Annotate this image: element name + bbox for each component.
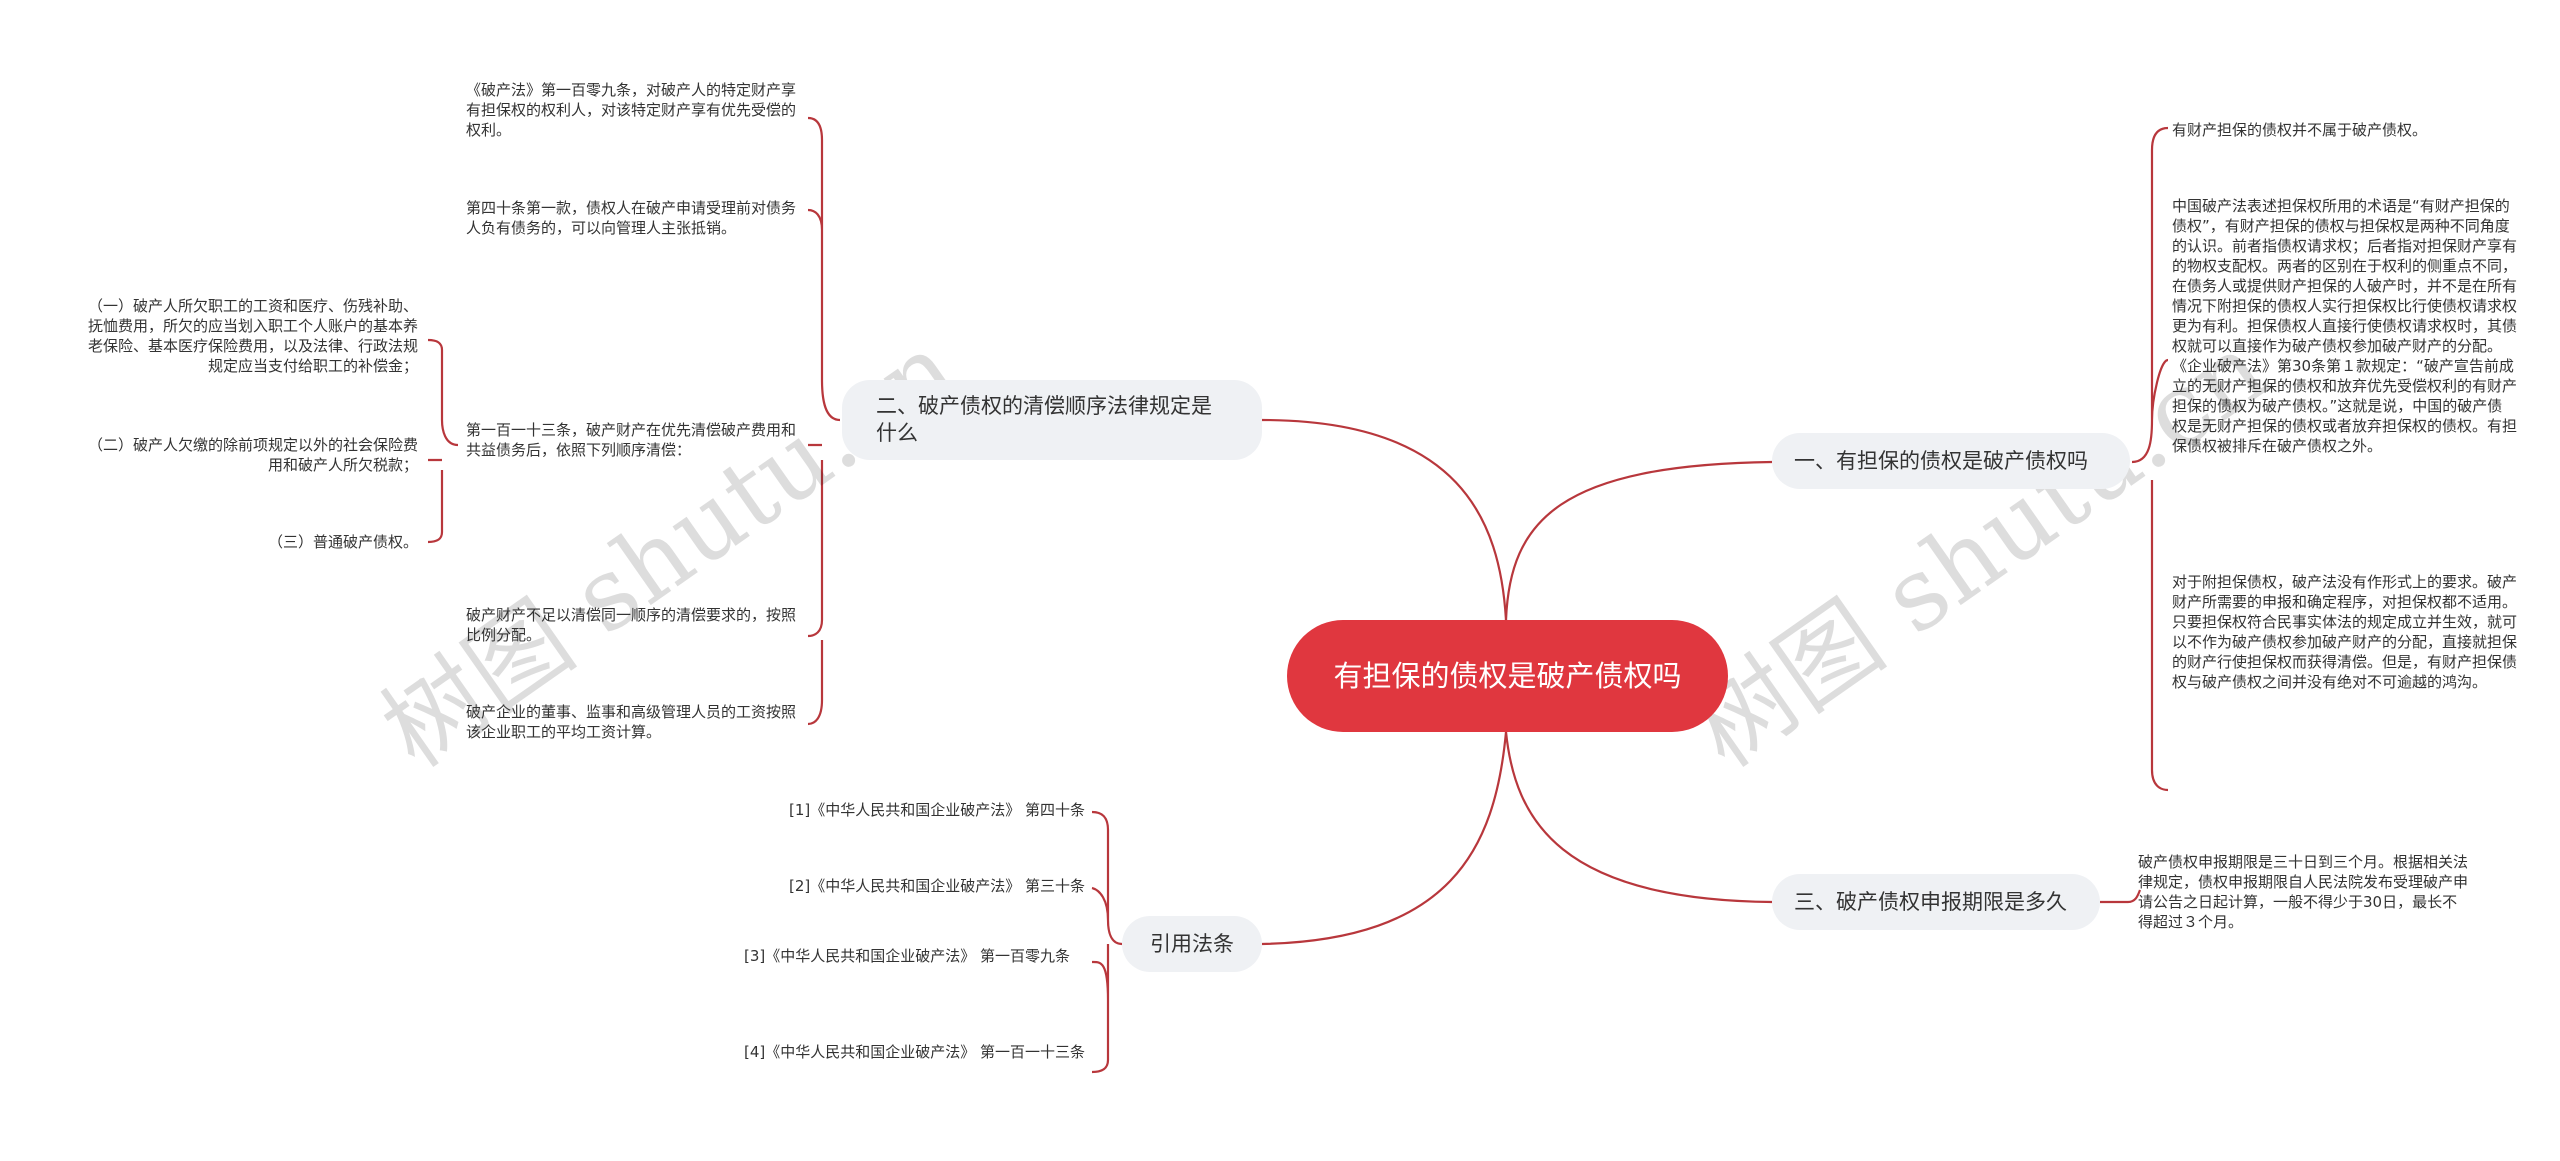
leaf-b4-4: [4]《中华人民共和国企业破产法》 第一百一十三条 bbox=[744, 1043, 1086, 1061]
link-b1-bracket bbox=[2131, 126, 2169, 792]
branch-node-1[interactable]: 一、有担保的债权是破产债权吗 bbox=[1772, 433, 2130, 489]
leaf-b4-2: [2]《中华人民共和国企业破产法》 第三十条 bbox=[788, 877, 1085, 895]
link-central-b1 bbox=[1504, 460, 1773, 621]
branch-node-3[interactable]: 三、破产债权申报期限是多久 bbox=[1772, 874, 2100, 930]
leaf-b4-1: [1]《中华人民共和国企业破产法》 第四十条 bbox=[788, 801, 1085, 819]
leaf-b2-4: 破产财产不足以清偿同一顺序的清偿要求的，按照比例分配。 bbox=[466, 606, 797, 644]
link-central-b4 bbox=[1261, 731, 1508, 946]
leaf-b2-3-3: （三）普通破产债权。 bbox=[267, 533, 418, 551]
leaf-b1-3: 对于附担保债权，破产法没有作形式上的要求。破产财产所需要的申报和确定程序，对担保… bbox=[2172, 573, 2518, 691]
link-central-b2 bbox=[1261, 418, 1508, 621]
leaf-b2-3-2: （二）破产人欠缴的除前项规定以外的社会保险费用和破产人所欠税款； bbox=[87, 436, 418, 474]
branch-label: 引用法条 bbox=[1150, 931, 1234, 956]
branch-node-2[interactable]: 二、破产债权的清偿顺序法律规定是什么 bbox=[842, 380, 1262, 460]
leaf-b1-2: 中国破产法表述担保权所用的术语是“有财产担保的债权”，有财产担保的债权与担保权是… bbox=[2172, 197, 2518, 455]
leaf-b2-3-1: （一）破产人所欠职工的工资和医疗、伤残补助、抚恤费用，所欠的应当划入职工个人账户… bbox=[87, 297, 418, 375]
leaf-b2-1: 《破产法》第一百零九条，对破产人的特定财产享有担保权的权利人，对该特定财产享有优… bbox=[466, 81, 797, 139]
link-b4-bracket bbox=[1091, 810, 1123, 1074]
link-b2-3-bracket bbox=[427, 338, 459, 544]
branch-label: 三、破产债权申报期限是多久 bbox=[1794, 889, 2067, 914]
central-topic[interactable]: 有担保的债权是破产债权吗 bbox=[1287, 620, 1728, 732]
leaf-b2-2: 第四十条第一款，债权人在破产申请受理前对债务人负有债务的，可以向管理人主张抵销。 bbox=[466, 199, 797, 237]
leaf-b2-5: 破产企业的董事、监事和高级管理人员的工资按照该企业职工的平均工资计算。 bbox=[466, 703, 797, 741]
link-b2-bracket bbox=[807, 116, 841, 726]
leaf-b1-1: 有财产担保的债权并不属于破产债权。 bbox=[2172, 121, 2428, 139]
leaf-b3-1: 破产债权申报期限是三十日到三个月。根据相关法律规定，债权申报期限自人民法院发布受… bbox=[2138, 853, 2469, 931]
leaf-b2-3: 第一百一十三条，破产财产在优先清偿破产费用和共益债务后，依照下列顺序清偿： bbox=[466, 421, 797, 459]
branch-node-4[interactable]: 引用法条 bbox=[1122, 916, 1262, 972]
link-central-b3 bbox=[1504, 731, 1773, 904]
branch-label: 二、破产债权的清偿顺序法律规定是什么 bbox=[876, 394, 1212, 445]
central-topic-label: 有担保的债权是破产债权吗 bbox=[1333, 659, 1682, 693]
leaf-b4-3: [3]《中华人民共和国企业破产法》 第一百零九条 bbox=[744, 947, 1071, 965]
branch-label: 一、有担保的债权是破产债权吗 bbox=[1794, 448, 2088, 473]
link-b3-leaf bbox=[2100, 889, 2142, 904]
